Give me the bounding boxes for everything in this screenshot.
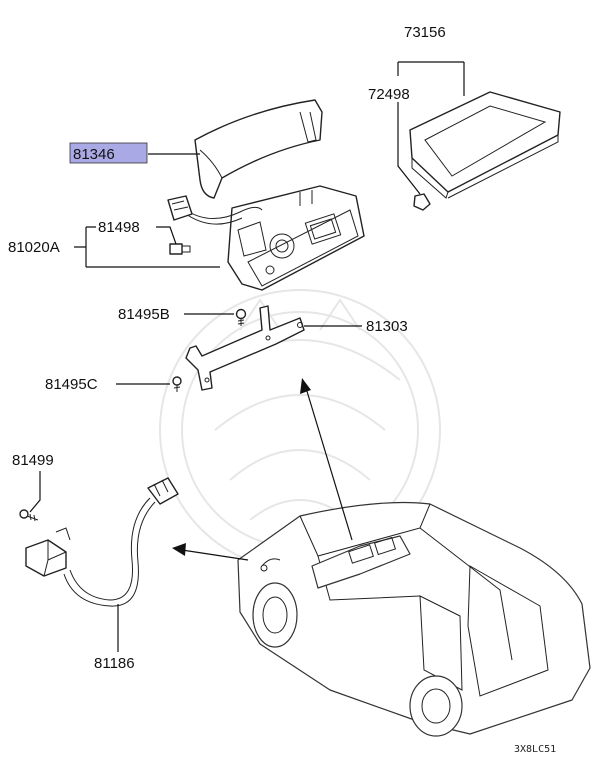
callout-72498[interactable]: 72498	[368, 86, 410, 103]
leader-lines	[29, 61, 465, 652]
callout-81346[interactable]: 81346	[73, 146, 115, 163]
upper-cover-part[interactable]	[194, 99, 323, 199]
callout-81498[interactable]: 81498	[98, 219, 140, 236]
callout-81020A[interactable]: 81020A	[8, 239, 60, 256]
callout-labels: 73156 72498 81346 81498 81020A 81495B 81…	[8, 24, 556, 755]
callout-81346-highlight	[69, 142, 148, 164]
callout-81186[interactable]: 81186	[94, 655, 135, 672]
callout-81495B[interactable]: 81495B	[118, 306, 170, 323]
screw-b-part[interactable]	[235, 308, 247, 327]
bulb-socket-part[interactable]	[169, 243, 191, 255]
meter-assembly-part[interactable]	[227, 185, 365, 291]
sensor-screw-part[interactable]	[19, 509, 39, 522]
bracket-part[interactable]	[185, 305, 305, 391]
callout-81499[interactable]: 81499	[12, 452, 54, 469]
callout-81495C[interactable]: 81495C	[45, 376, 98, 393]
callout-81303[interactable]: 81303	[366, 318, 408, 335]
vehicle-outline	[237, 501, 591, 737]
clip-part[interactable]	[413, 193, 431, 211]
screw-c-part[interactable]	[172, 376, 182, 392]
wire-harness-part[interactable]	[167, 195, 263, 225]
diagram-code: 3X8LC51	[514, 744, 556, 755]
callout-73156[interactable]: 73156	[404, 24, 446, 41]
sensor-cable-part[interactable]	[25, 477, 179, 607]
storage-tray-part[interactable]	[409, 91, 561, 199]
